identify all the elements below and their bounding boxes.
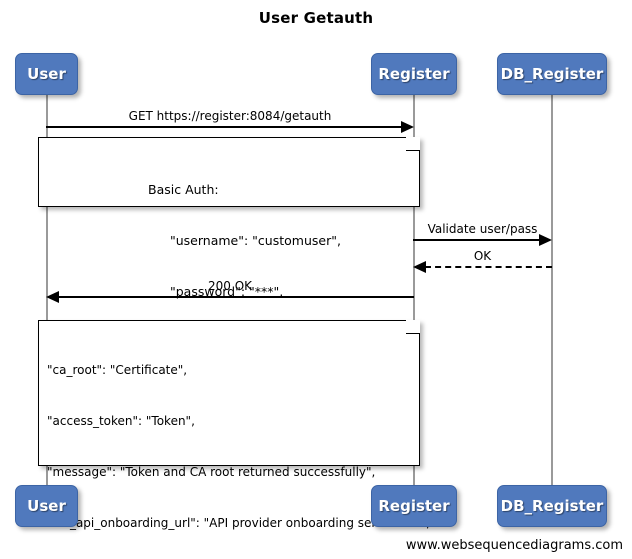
note-basic-auth-body: Basic Auth: "username": "customuser", "p… <box>39 138 351 342</box>
participant-register-bottom[interactable]: Register <box>371 485 457 527</box>
lifeline-register <box>413 95 415 488</box>
message-line-validate-user-pass <box>413 239 540 241</box>
message-arrowhead-validate-user-pass <box>539 234 552 246</box>
message-arrowhead-200-ok <box>46 291 59 303</box>
lifeline-db-register <box>551 95 553 488</box>
note-line: "ccf_api_onboarding_url": "API provider … <box>47 516 430 530</box>
note-line: Basic Auth: <box>148 182 219 197</box>
participant-register-bottom-label: Register <box>378 497 450 515</box>
note-fold-icon <box>406 136 420 151</box>
participant-db-register-bottom[interactable]: DB_Register <box>497 485 607 527</box>
participant-db-register[interactable]: DB_Register <box>497 53 607 95</box>
participant-register[interactable]: Register <box>371 53 457 95</box>
message-line-ok <box>425 266 552 268</box>
message-label-200-ok: 200 OK <box>207 279 253 293</box>
page-title: User Getauth <box>258 9 374 27</box>
footer-watermark: www.websequencediagrams.com <box>405 538 623 553</box>
note-line: "access_token": "Token", <box>47 414 195 428</box>
message-line-200-ok <box>58 296 414 298</box>
note-response-payload: "ca_root": "Certificate", "access_token"… <box>38 319 430 530</box>
participant-register-label: Register <box>378 65 450 83</box>
message-label-ok: OK <box>473 249 492 263</box>
participant-user-label: User <box>27 65 66 83</box>
participant-user-bottom-label: User <box>27 497 66 515</box>
note-response-payload-body: "ca_root": "Certificate", "access_token"… <box>39 321 440 559</box>
participant-db-register-bottom-label: DB_Register <box>500 497 604 515</box>
note-line: "message": "Token and CA root returned s… <box>47 465 376 479</box>
note-fold-icon <box>406 319 420 334</box>
participant-db-register-label: DB_Register <box>500 65 604 83</box>
message-label-get-getauth: GET https://register:8084/getauth <box>128 109 332 123</box>
note-basic-auth: Basic Auth: "username": "customuser", "p… <box>38 136 420 299</box>
message-label-validate-user-pass: Validate user/pass <box>427 222 538 236</box>
message-arrowhead-get-getauth <box>401 121 414 133</box>
note-line: "ca_root": "Certificate", <box>47 363 188 377</box>
note-line: "username": "customuser", <box>170 233 341 248</box>
participant-user[interactable]: User <box>15 53 78 95</box>
note-line: "password": "***", <box>170 284 284 299</box>
message-line-get-getauth <box>46 126 402 128</box>
message-arrowhead-ok <box>413 261 426 273</box>
participant-user-bottom[interactable]: User <box>15 485 78 527</box>
